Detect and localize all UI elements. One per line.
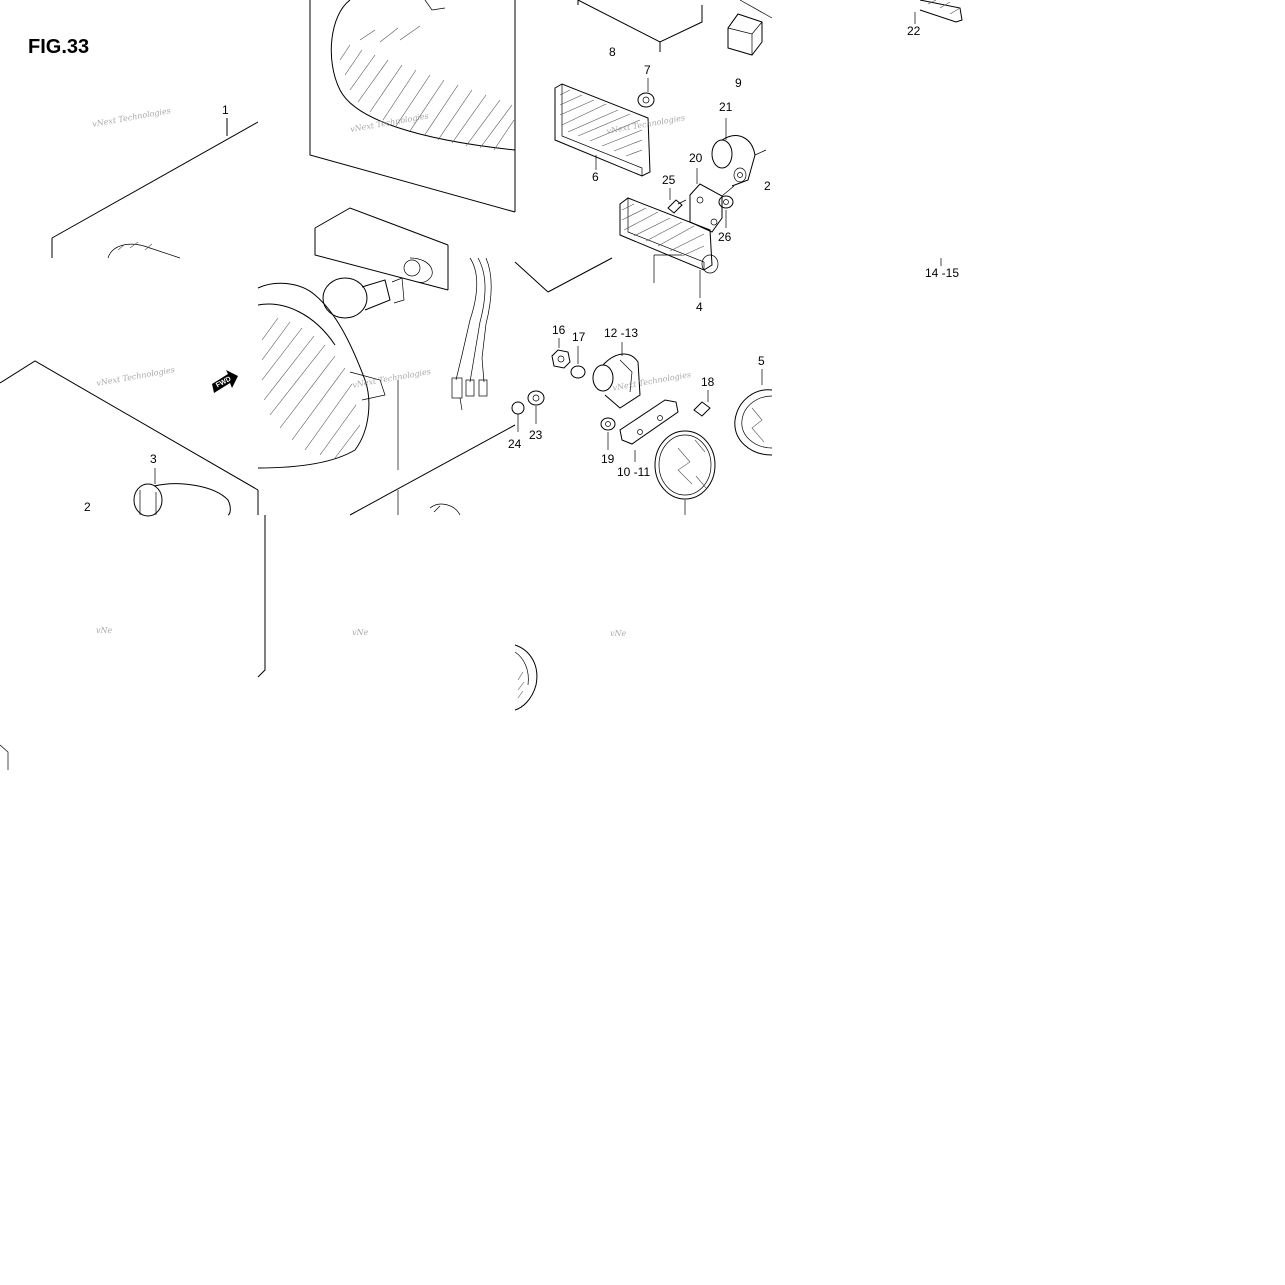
- screw-part-18: [693, 390, 711, 417]
- fwd-label: FWD: [215, 376, 232, 390]
- callout-2b: 2: [764, 179, 771, 193]
- callout-10-11: 10 -11: [617, 465, 650, 479]
- callout-3: 3: [150, 452, 157, 466]
- nut-part-7: [637, 78, 655, 108]
- reflector-part-22: [914, 0, 963, 24]
- turn-signal-stalk: [592, 342, 641, 409]
- watermark-text: vNext Technologies: [349, 111, 429, 134]
- cube-part-9: [727, 0, 773, 56]
- clamp-part-21: [711, 118, 767, 187]
- socket-part-3: [133, 468, 231, 517]
- callout-23: 23: [529, 428, 543, 442]
- reflector-part-4: [514, 197, 719, 298]
- callout-4: 4: [696, 300, 703, 314]
- callout-21: 21: [719, 100, 733, 114]
- tail-lamp-housing: [309, 0, 516, 213]
- bracket-part-20: [689, 168, 735, 233]
- callout-16: 16: [552, 323, 566, 337]
- lower-left-box: [0, 503, 461, 770]
- nut-part-19: [600, 417, 616, 450]
- turn-signal-lens-5: [734, 369, 773, 456]
- watermark-text-short: vNe: [610, 629, 627, 638]
- nut-part-16: [551, 338, 571, 369]
- assembly-box-1: [0, 118, 259, 515]
- watermarks: vNext Technologies vNext Technologies vN…: [92, 106, 692, 638]
- callout-18: 18: [701, 375, 715, 389]
- callout-6: 6: [592, 170, 599, 184]
- figure-title: FIG.33: [28, 36, 90, 58]
- screw-part-25: [667, 188, 687, 214]
- bulb-socket-assembly: [314, 207, 492, 411]
- nut-part-26: [718, 195, 734, 228]
- callout-17: 17: [572, 330, 586, 344]
- callout-labels: 1 2 3 4 5 6 7 8 9 10 -11 12 -13 14 -15 1…: [84, 24, 959, 514]
- lamp-lens-middle: [257, 282, 516, 516]
- fwd-arrow-icon: FWD: [212, 370, 238, 393]
- callout-1: 1: [222, 103, 229, 117]
- collar-part-17: [570, 346, 586, 379]
- callout-9: 9: [735, 76, 742, 90]
- callout-24: 24: [508, 437, 522, 451]
- watermark-text-short: vNe: [352, 628, 369, 637]
- reflector-bar-part-8: [577, 0, 703, 52]
- collar-part-24: [511, 401, 525, 432]
- callout-14-15: 14 -15: [925, 266, 959, 280]
- turn-signal-lens-lower: [654, 430, 716, 515]
- callout-7: 7: [644, 63, 651, 77]
- lens-fragment: [107, 241, 181, 259]
- callout-20: 20: [689, 151, 703, 165]
- callout-26: 26: [718, 230, 732, 244]
- reflector-part-6: [554, 83, 651, 177]
- callout-12-13: 12 -13: [604, 326, 638, 340]
- nut-part-23: [527, 390, 545, 424]
- round-lens-fragment: [514, 644, 538, 711]
- callout-25: 25: [662, 173, 676, 187]
- callout-8: 8: [609, 45, 616, 59]
- watermark-text: vNext Technologies: [612, 370, 692, 393]
- watermark-text: vNext Technologies: [96, 365, 176, 388]
- callout-5: 5: [758, 354, 765, 368]
- watermark-text-short: vNe: [96, 626, 113, 635]
- callout-2: 2: [84, 500, 91, 514]
- callout-19: 19: [601, 452, 615, 466]
- watermark-text: vNext Technologies: [606, 113, 686, 136]
- watermark-text: vNext Technologies: [352, 367, 432, 390]
- bracket-plate-10-11: [619, 399, 679, 462]
- watermark-text: vNext Technologies: [92, 106, 172, 129]
- callout-22: 22: [907, 24, 921, 38]
